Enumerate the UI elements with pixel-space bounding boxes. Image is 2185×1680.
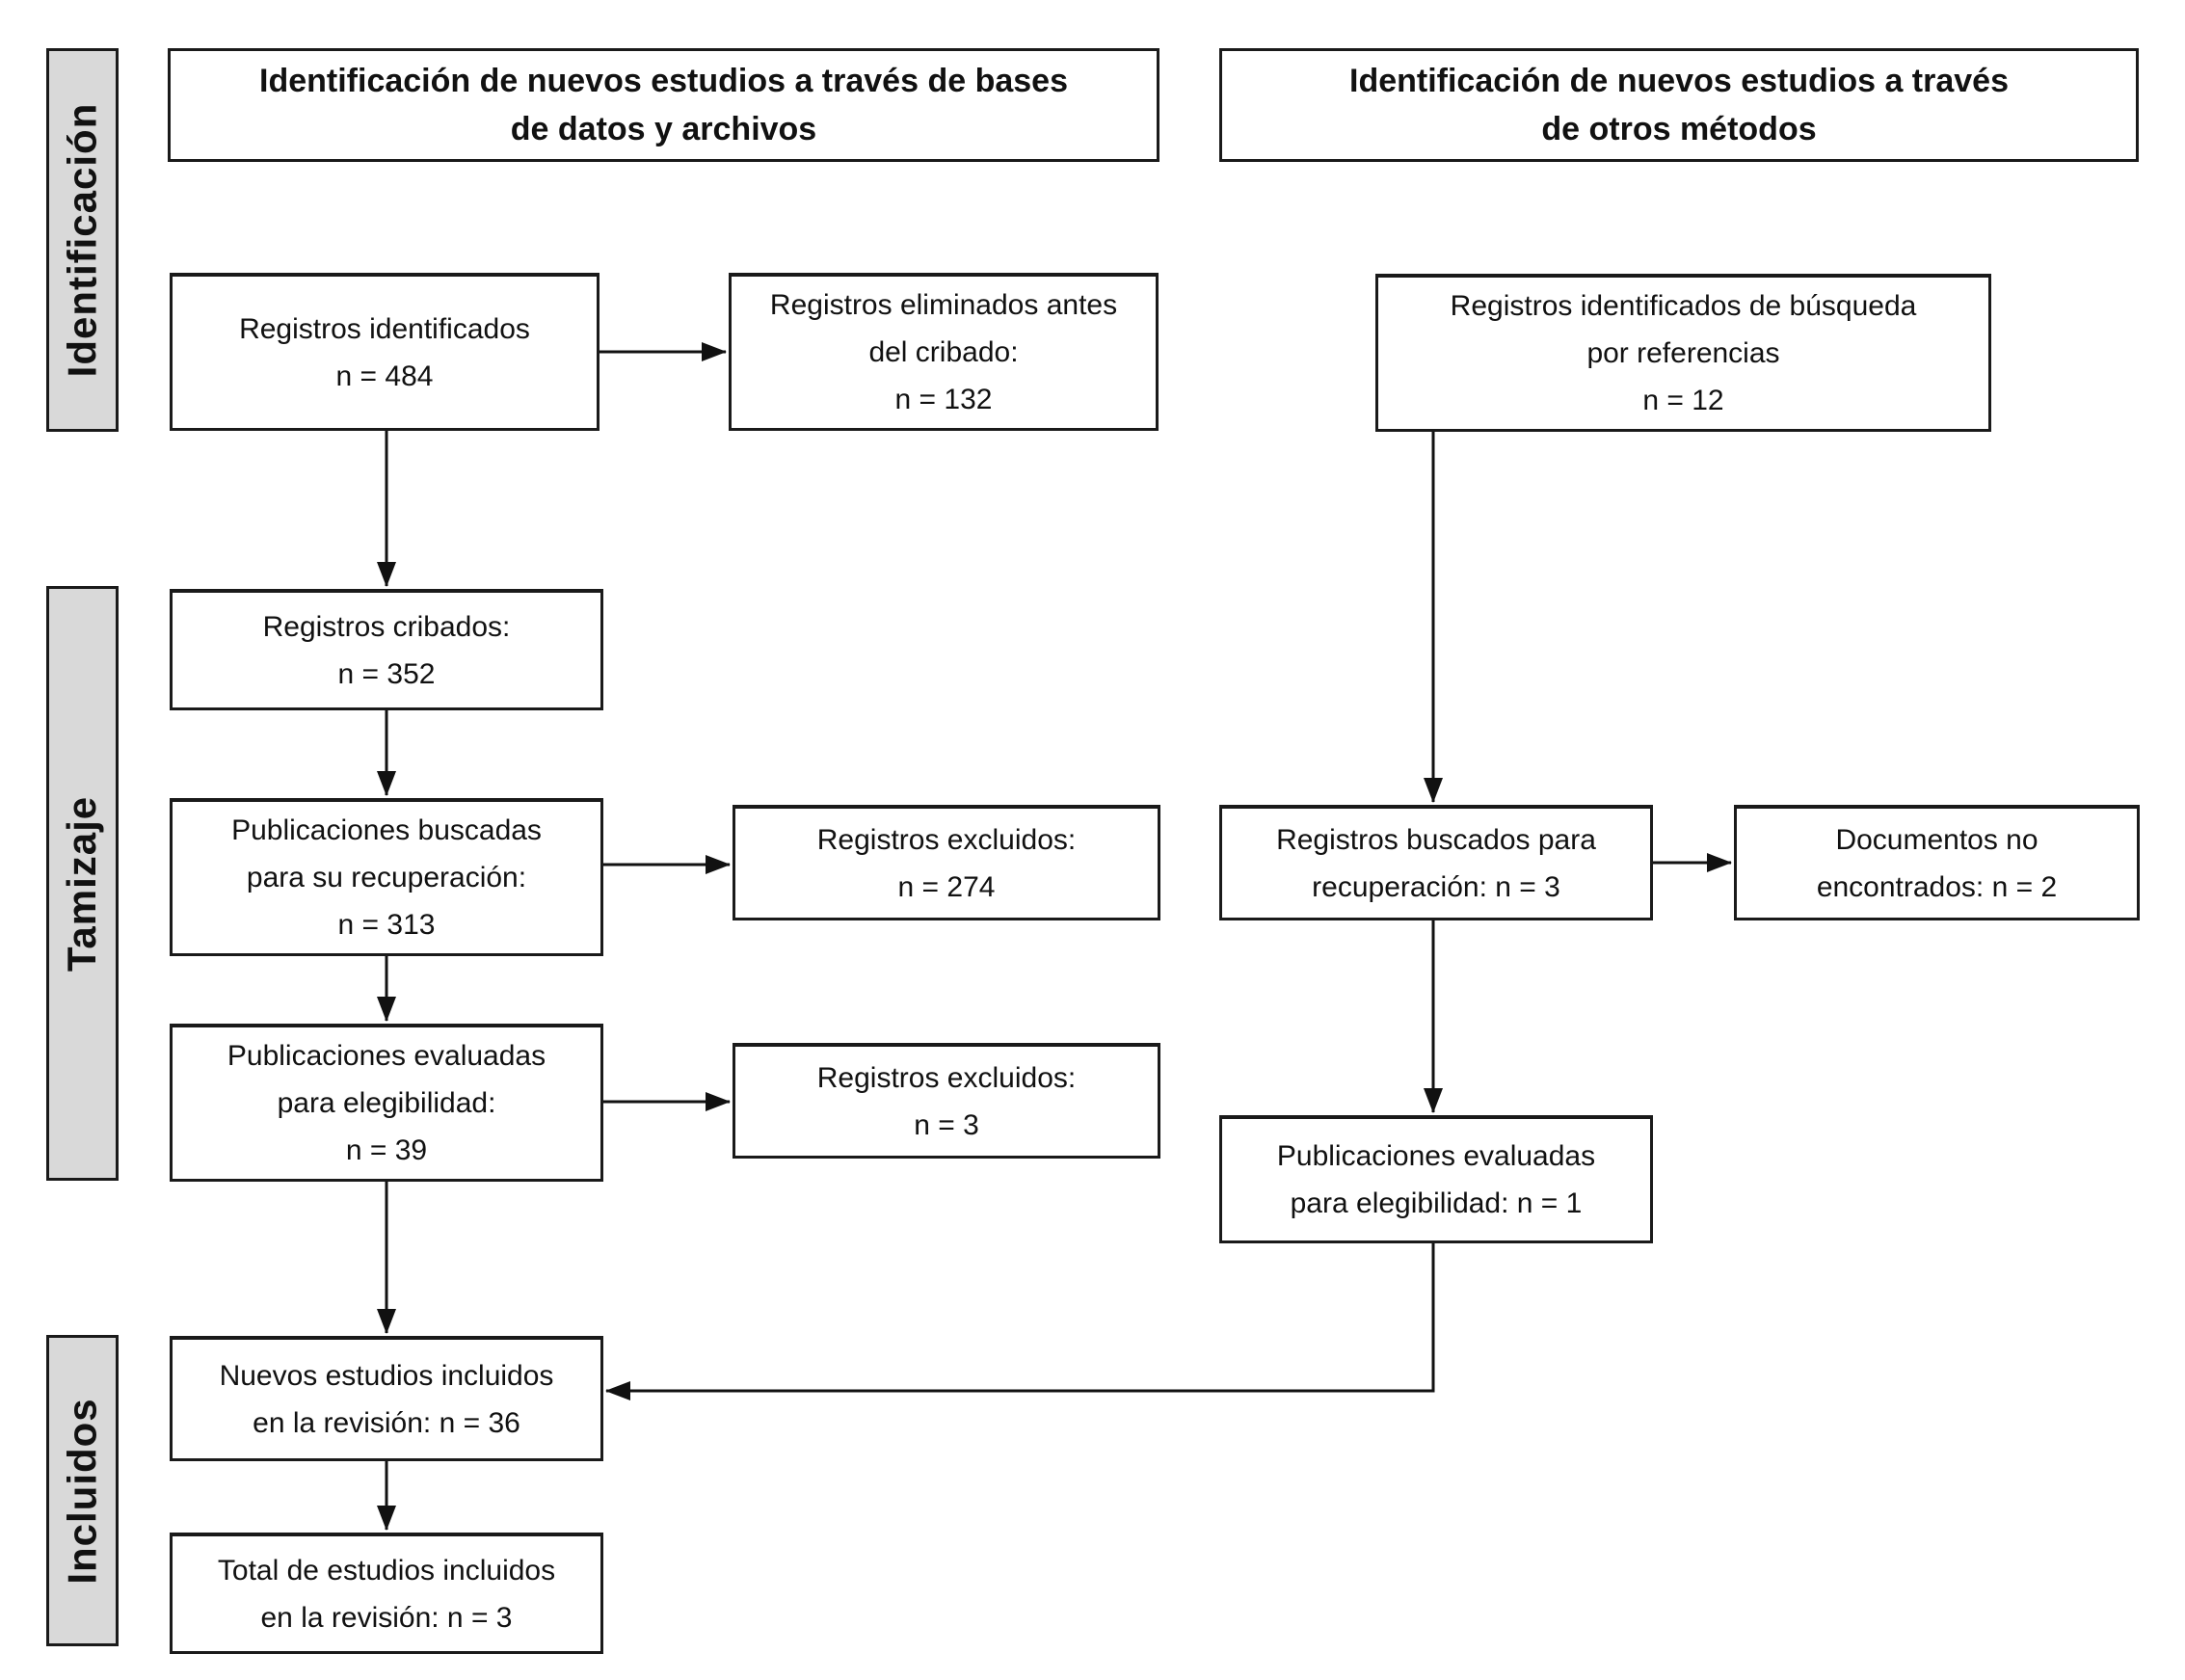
box-publications-assessed: Publicaciones evaluadas para elegibilida… — [170, 1024, 603, 1182]
box-count: encontrados: n = 2 — [1816, 870, 2058, 903]
box-line: para elegibilidad: — [277, 1087, 496, 1119]
stage-label-included: Incluidos — [59, 1397, 105, 1585]
stage-bar-identification: Identificación — [46, 48, 119, 432]
box-count: n = 274 — [897, 870, 996, 903]
box-publications-sought: Publicaciones buscadas para su recuperac… — [170, 798, 603, 956]
stage-bar-screening: Tamizaje — [46, 586, 119, 1181]
box-line: Registros excluidos: — [816, 1061, 1077, 1094]
header-other-methods: Identificación de nuevos estudios a trav… — [1219, 48, 2139, 162]
box-documents-not-found: Documentos no encontrados: n = 2 — [1734, 805, 2140, 920]
box-count: n = 313 — [337, 909, 436, 941]
box-records-excluded-274: Registros excluidos: n = 274 — [733, 805, 1160, 920]
box-line: del cribado: — [868, 336, 1019, 368]
stage-label-screening: Tamizaje — [59, 795, 105, 972]
box-line: Publicaciones evaluadas — [1276, 1140, 1596, 1172]
box-count: recuperación: n = 3 — [1312, 870, 1560, 903]
header-other-line1: Identificación de nuevos estudios a trav… — [1349, 63, 2009, 99]
box-count: n = 39 — [345, 1134, 428, 1166]
box-line: Registros buscados para — [1276, 823, 1596, 856]
box-line: Registros identificados de búsqueda — [1450, 290, 1917, 322]
box-line: Registros identificados — [239, 312, 530, 345]
box-line: Registros cribados: — [262, 610, 511, 643]
box-line: Documentos no — [1835, 823, 2038, 856]
stage-bar-included: Incluidos — [46, 1335, 119, 1646]
box-count: n = 12 — [1642, 385, 1724, 416]
box-records-identified-references: Registros identificados de búsqueda por … — [1375, 274, 1991, 432]
box-line: para su recuperación: — [246, 862, 527, 893]
header-databases-archives: Identificación de nuevos estudios a trav… — [168, 48, 1159, 162]
box-line: por referencias — [1586, 337, 1780, 369]
box-records-sought-references: Registros buscados para recuperación: n … — [1219, 805, 1653, 920]
box-records-removed-before-screening: Registros eliminados antes del cribado: … — [729, 273, 1159, 431]
box-publications-assessed-references: Publicaciones evaluadas para elegibilida… — [1219, 1115, 1653, 1243]
header-other-line2: de otros métodos — [1541, 111, 1817, 147]
box-count: n = 352 — [337, 657, 436, 690]
box-line: Publicaciones evaluadas — [226, 1040, 546, 1072]
box-line: Total de estudios incluidos — [217, 1554, 556, 1587]
box-line: Publicaciones buscadas — [231, 814, 542, 846]
stage-label-identification: Identificación — [59, 102, 105, 378]
box-total-studies-included: Total de estudios incluidos en la revisi… — [170, 1533, 603, 1654]
header-databases-line2: de datos y archivos — [510, 111, 817, 147]
box-line: Nuevos estudios incluidos — [219, 1359, 554, 1392]
box-line: Registros eliminados antes — [769, 289, 1118, 321]
box-line: Registros excluidos: — [816, 823, 1077, 856]
arrow-assessed-refs-to-new-included — [605, 1243, 1435, 1400]
box-count: n = 484 — [335, 360, 434, 392]
box-count: en la revisión: n = 36 — [253, 1406, 520, 1439]
box-count: en la revisión: n = 3 — [260, 1601, 513, 1634]
box-records-screened: Registros cribados: n = 352 — [170, 589, 603, 710]
box-new-studies-included: Nuevos estudios incluidos en la revisión… — [170, 1336, 603, 1461]
box-records-identified: Registros identificados n = 484 — [170, 273, 600, 431]
box-count: n = 132 — [894, 384, 993, 415]
box-count: para elegibilidad: n = 1 — [1290, 1187, 1583, 1219]
header-databases-line1: Identificación de nuevos estudios a trav… — [259, 63, 1068, 99]
box-records-excluded-3: Registros excluidos: n = 3 — [733, 1043, 1160, 1159]
box-count: n = 3 — [914, 1108, 979, 1141]
